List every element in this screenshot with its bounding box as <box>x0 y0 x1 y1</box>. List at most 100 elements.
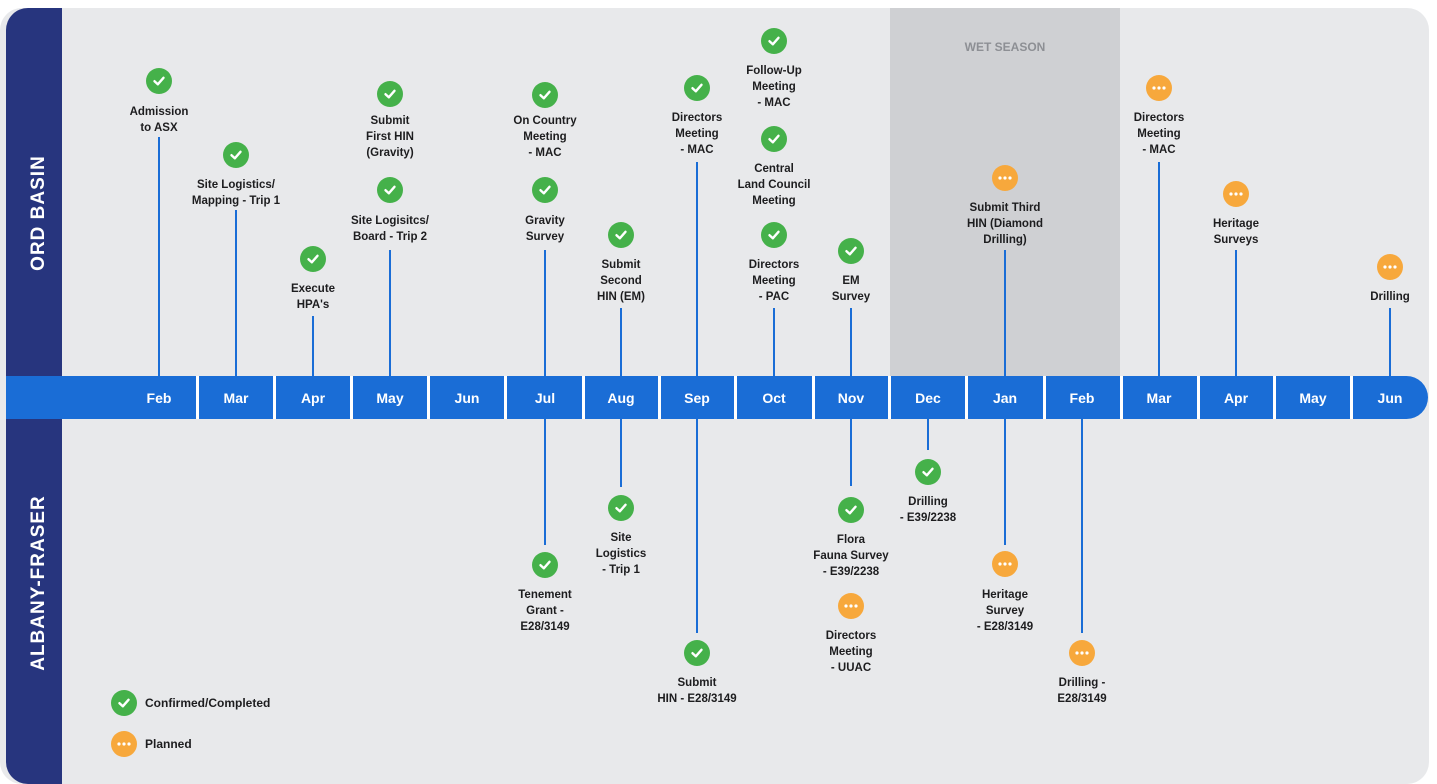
month-label: May <box>376 390 404 406</box>
legend-planned-icon <box>111 731 137 757</box>
month-label: Jun <box>1377 390 1403 406</box>
month-separator <box>888 376 891 419</box>
milestone-connector <box>544 250 546 376</box>
milestone-label: Submit First HIN (Gravity) <box>366 115 414 159</box>
milestone-label: Execute HPA's <box>290 283 336 311</box>
milestone-connector <box>1081 419 1083 633</box>
milestone-connector <box>1235 250 1237 376</box>
month-label: Mar <box>223 390 249 406</box>
month-label: Sep <box>684 390 710 406</box>
milestone-connector <box>158 137 160 376</box>
month-separator <box>1043 376 1046 419</box>
month-separator <box>812 376 815 419</box>
milestone-connector <box>1158 162 1160 376</box>
milestone-label: EM Survey <box>831 275 871 303</box>
planned-dots-icon <box>1223 181 1249 207</box>
month-separator <box>196 376 199 419</box>
milestone-label: Submit Second HIN (EM) <box>597 259 645 303</box>
month-label: Apr <box>300 390 326 406</box>
month-separator <box>734 376 737 419</box>
legend-confirmed-label: Confirmed/Completed <box>145 696 271 710</box>
milestone-label: Drilling - E28/3149 <box>1057 677 1107 705</box>
planned-dots-icon <box>992 165 1018 191</box>
milestone-connector <box>927 419 929 450</box>
milestone-label: Follow-Up Meeting - MAC <box>746 65 802 109</box>
milestone-connector <box>389 250 391 376</box>
month-separator <box>658 376 661 419</box>
milestone-connector <box>1004 419 1006 545</box>
month-band <box>6 376 1428 419</box>
month-label: May <box>1299 390 1327 406</box>
check-icon <box>838 238 864 264</box>
month-separator <box>1350 376 1353 419</box>
milestone-label: Directors Meeting - UUAC <box>825 630 877 674</box>
milestone-connector <box>850 419 852 486</box>
milestone-connector <box>1004 250 1006 376</box>
month-label: Dec <box>915 390 941 406</box>
month-label: Feb <box>1069 390 1095 406</box>
milestone-label: Directors Meeting - PAC <box>748 259 800 303</box>
milestone-connector <box>850 308 852 376</box>
milestone-label: Submit Third HIN (Diamond Drilling) <box>966 202 1044 246</box>
check-icon <box>684 75 710 101</box>
milestone-connector <box>1389 308 1391 376</box>
check-icon <box>761 126 787 152</box>
month-label: Jun <box>454 390 480 406</box>
planned-dots-icon <box>992 551 1018 577</box>
check-icon <box>300 246 326 272</box>
milestone-label: Flora Fauna Survey - E39/2238 <box>813 534 889 578</box>
milestone-connector <box>620 419 622 487</box>
check-icon <box>532 177 558 203</box>
month-separator <box>1197 376 1200 419</box>
milestone-label: On Country Meeting - MAC <box>513 115 577 159</box>
check-icon <box>532 82 558 108</box>
milestone-connector <box>773 308 775 376</box>
planned-dots-icon <box>1377 254 1403 280</box>
check-icon <box>146 68 172 94</box>
month-separator <box>427 376 430 419</box>
check-icon <box>761 222 787 248</box>
milestone-label: Directors Meeting - MAC <box>1133 112 1185 156</box>
section-label-ord-basin: ORD BASIN <box>28 155 49 271</box>
milestone-label: Tenement Grant - E28/3149 <box>518 589 572 633</box>
month-label: Apr <box>1223 390 1249 406</box>
milestone-label: Directors Meeting - MAC <box>671 112 723 156</box>
milestone-label: Submit HIN - E28/3149 <box>657 677 737 705</box>
check-icon <box>838 497 864 523</box>
month-separator <box>965 376 968 419</box>
month-separator <box>504 376 507 419</box>
milestone-connector <box>696 419 698 633</box>
milestone-connector <box>620 308 622 376</box>
check-icon <box>608 495 634 521</box>
month-label: Nov <box>837 390 865 406</box>
section-label-albany-fraser: ALBANY-FRASER <box>28 495 49 671</box>
check-icon <box>684 640 710 666</box>
wet-season-label: WET SEASON <box>964 40 1046 54</box>
check-icon <box>223 142 249 168</box>
month-separator <box>1120 376 1123 419</box>
check-icon <box>377 177 403 203</box>
month-label: Feb <box>146 390 172 406</box>
month-separator <box>1273 376 1276 419</box>
check-icon <box>608 222 634 248</box>
milestone-label: Site Logistics/ Mapping - Trip 1 <box>191 179 281 207</box>
milestone-label: Site Logisitcs/ Board - Trip 2 <box>351 215 429 243</box>
milestone-label: Central Land Council Meeting <box>737 163 811 207</box>
legend-planned-label: Planned <box>145 737 192 751</box>
milestone-label: Site Logistics - Trip 1 <box>595 532 647 576</box>
milestone-connector <box>312 316 314 376</box>
month-separator <box>350 376 353 419</box>
milestone-connector <box>696 162 698 376</box>
check-icon <box>915 459 941 485</box>
milestone-label: Drilling - E39/2238 <box>899 496 957 524</box>
milestone-label: Heritage Survey - E28/3149 <box>976 589 1034 633</box>
month-label: Jan <box>992 390 1018 406</box>
check-icon <box>532 552 558 578</box>
milestone-connector <box>544 419 546 545</box>
check-icon <box>761 28 787 54</box>
planned-dots-icon <box>1069 640 1095 666</box>
milestone-label: Admission to ASX <box>129 106 189 134</box>
legend-confirmed-icon <box>111 690 137 716</box>
milestone-label: Drilling <box>1370 291 1410 303</box>
check-icon <box>377 81 403 107</box>
